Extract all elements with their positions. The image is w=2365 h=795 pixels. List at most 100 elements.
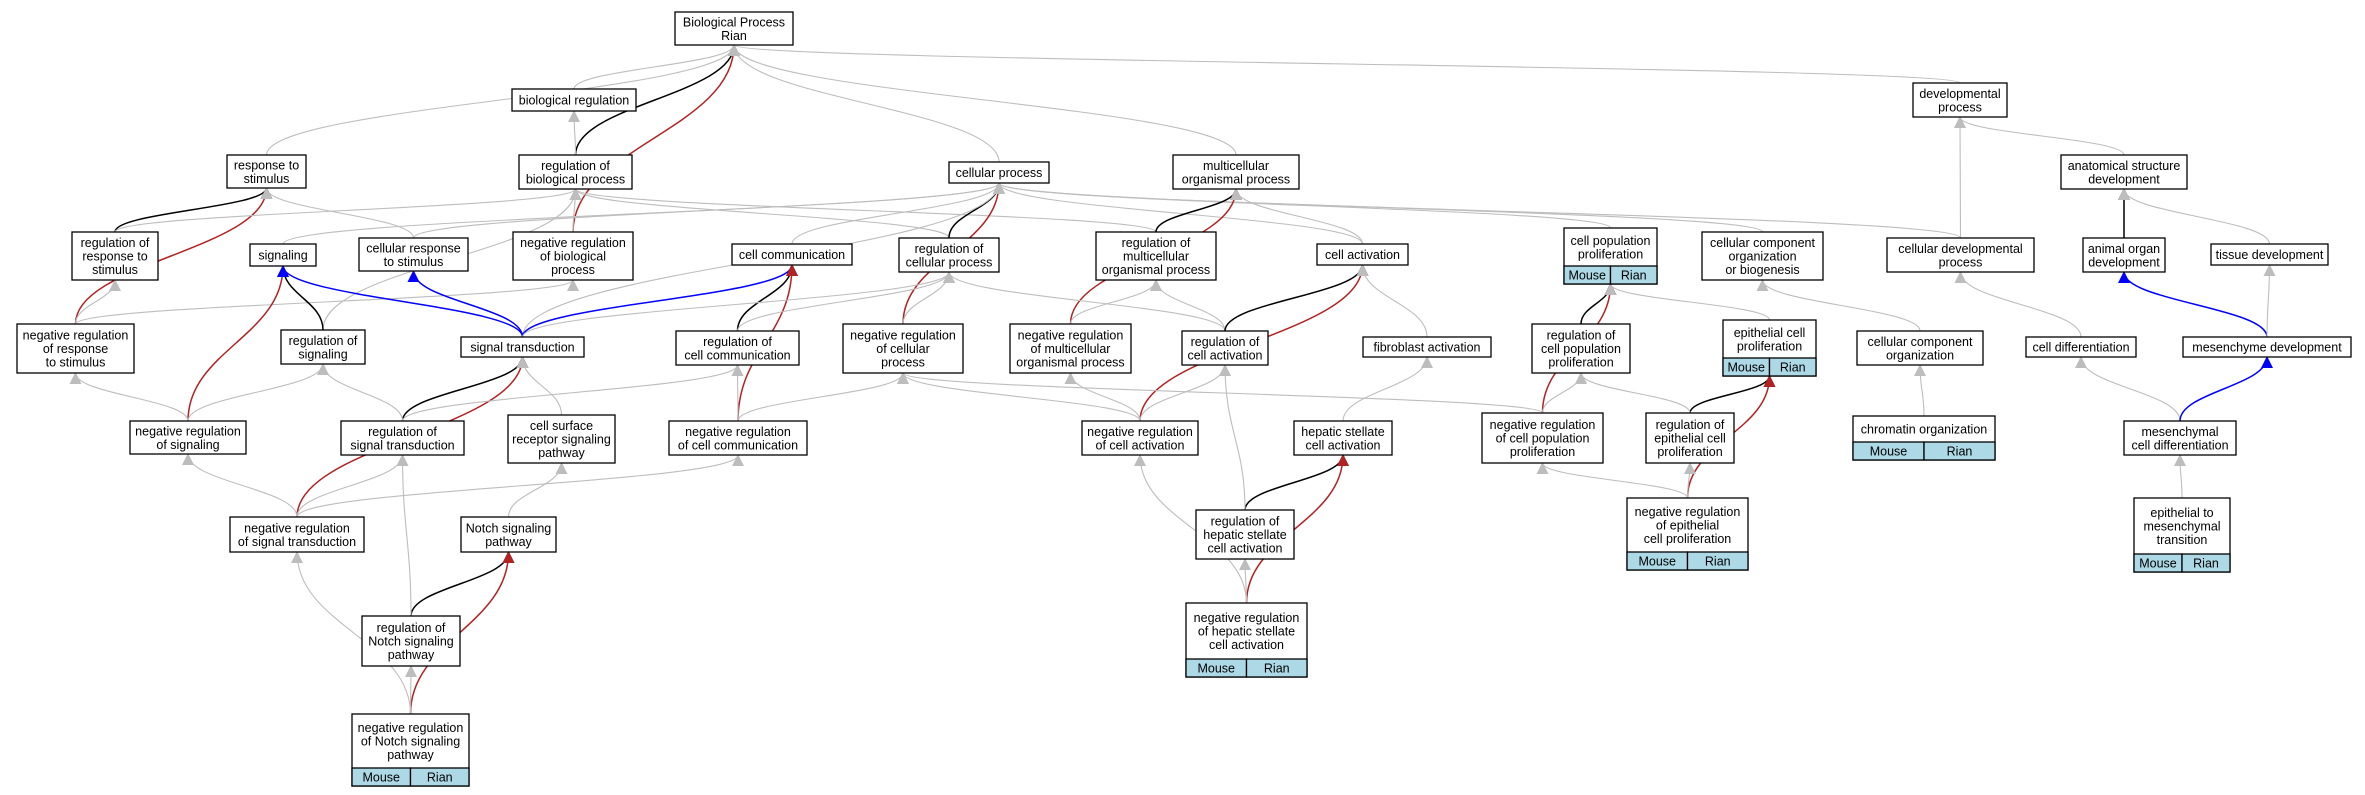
node-label-line: stimulus	[92, 263, 138, 277]
node-label-line: of epithelial	[1656, 519, 1719, 533]
go-term-node-cell-differentiation[interactable]: cell differentiation	[2025, 336, 2137, 358]
node-label-line: cell population	[1571, 234, 1651, 248]
node-label-line: regulation of	[703, 335, 772, 349]
node-label-line: negative regulation	[1087, 425, 1193, 439]
go-term-node-fibroblast-activation[interactable]: fibroblast activation	[1362, 336, 1492, 358]
node-label-line: Notch signaling	[368, 635, 454, 649]
node-label-line: negative regulation	[685, 425, 791, 439]
node-label-line: regulation of	[289, 334, 358, 348]
edge-part-of	[574, 44, 740, 156]
node-box	[2210, 243, 2329, 266]
edge-positively-regulates	[521, 264, 798, 338]
node-box	[2123, 420, 2237, 456]
node-box	[1531, 323, 1631, 374]
edge-is-a	[516, 356, 563, 416]
go-term-node-biological-regulation[interactable]: biological regulation	[511, 88, 637, 112]
node-label-line: regulation of	[1656, 418, 1725, 432]
go-term-node-signal-transduction[interactable]: signal transduction	[460, 336, 585, 358]
annotation-tag-mouse: Mouse	[1727, 361, 1765, 375]
go-term-node-cellular-process[interactable]: cellular process	[948, 161, 1050, 184]
go-term-node-cell-activation[interactable]: cell activation	[1316, 243, 1409, 266]
node-box	[129, 420, 247, 455]
go-term-node-signaling[interactable]: signaling	[249, 243, 317, 267]
go-term-node-cell-communication[interactable]: cell communication	[731, 243, 853, 266]
annotation-tag-cell	[409, 767, 470, 787]
annotation-tag-rian: Rian	[2193, 557, 2219, 571]
go-term-node-mesenchyme-development[interactable]: mesenchyme development	[2182, 336, 2352, 358]
node-label-line: response to	[82, 250, 147, 264]
edge-is-a	[1541, 372, 1587, 414]
edge-part-of	[1244, 454, 1349, 511]
node-box	[340, 420, 465, 456]
node-label-line: negative regulation	[520, 236, 626, 250]
node-box	[1912, 82, 2008, 118]
go-term-node-tissue-development[interactable]: tissue development	[2210, 243, 2329, 266]
edge-is-a	[2118, 188, 2271, 245]
edge-positively-regulates	[407, 270, 524, 338]
node-box	[1293, 420, 1393, 456]
edge-is-a	[569, 188, 1157, 233]
node-box	[511, 88, 637, 112]
node-box	[2082, 237, 2166, 273]
edge-is-a	[728, 44, 1000, 163]
node-box	[1886, 237, 2035, 273]
node-box	[674, 11, 794, 46]
edge-is-a	[317, 363, 404, 422]
edge-is-a	[993, 182, 1364, 245]
node-label-line: of cell activation	[1096, 438, 1185, 452]
annotation-tag-cell	[1923, 441, 1996, 461]
node-label-line: proliferation	[1510, 445, 1575, 459]
node-label-line: regulation of	[1211, 515, 1280, 529]
edge-is-a	[1914, 364, 1927, 417]
node-label-line: cell communication	[684, 348, 790, 362]
node-label-line: cell activation	[1187, 348, 1262, 362]
node-label-line: process	[881, 356, 925, 370]
node-label-line: regulation of	[915, 242, 984, 256]
node-label-line: negative regulation	[358, 721, 464, 735]
node-label-line: organization	[1728, 250, 1796, 264]
